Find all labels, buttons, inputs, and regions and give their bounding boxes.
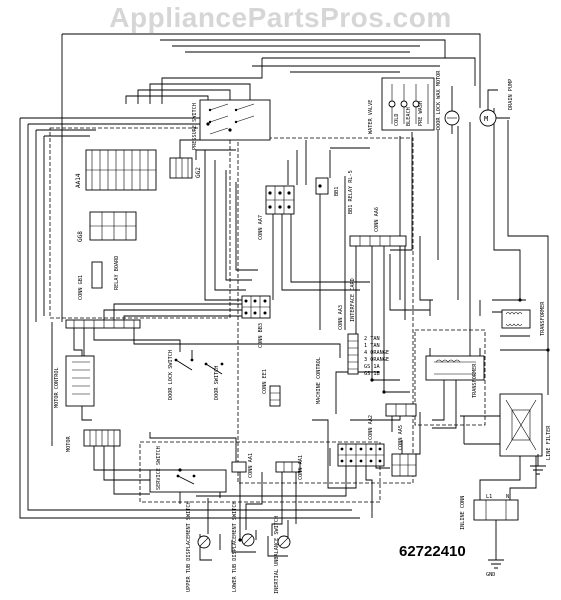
door-lock-switch: DOOR LOCK SWITCH bbox=[168, 350, 194, 400]
cold-label: COLD bbox=[394, 114, 400, 127]
conn-aa1: CONN AA1 bbox=[231, 453, 254, 478]
conn-aa6-label: CONN AA6 bbox=[374, 207, 380, 232]
relay-board-label: RELAY BOARD bbox=[114, 256, 120, 290]
interface-card-label: INTERFACE CARD bbox=[350, 278, 356, 322]
conn-aa5-label: CONN AA5 bbox=[398, 425, 404, 450]
harness-wires bbox=[19, 33, 549, 561]
conn-gb1: CONN GB1 RELAY BOARD bbox=[78, 256, 120, 300]
inline-connector: L1 N INLINE CONN bbox=[460, 494, 519, 530]
upper-tub-displacement-switch: UPPER TUB DISPLACEMENT SWITCH bbox=[186, 501, 211, 592]
machine-control-label: MACHINE CONTROL bbox=[316, 357, 322, 404]
door-switch: DOOR SWITCH bbox=[204, 362, 224, 400]
conn-aa2: CONN AA2 bbox=[337, 415, 385, 467]
transformer-lower: TRANSFORMER bbox=[425, 355, 485, 398]
conn-aa4-block bbox=[385, 403, 417, 417]
inertial-switch-label: INERTIAL UNBALANCE SWITCH bbox=[274, 516, 280, 594]
splice-dots bbox=[178, 122, 550, 542]
aa3-pin-3: 4 ORANGE bbox=[364, 350, 389, 356]
conn-aa1-second: CONN AA1 bbox=[275, 455, 304, 480]
conn-bb3: CONN BB3 bbox=[241, 295, 271, 348]
pre-wash-label: PRE WASH bbox=[418, 101, 424, 126]
module-boundaries bbox=[49, 127, 486, 503]
water-valve: WATER VALVE COLD BLEACH PRE WASH bbox=[368, 77, 435, 134]
conn-aa5: CONN AA5 bbox=[391, 425, 417, 477]
upper-tub-switch-label: UPPER TUB DISPLACEMENT SWITCH bbox=[186, 501, 192, 592]
motor-control: MOTOR CONTROL bbox=[54, 319, 141, 408]
conn-gb1-label: CONN GB1 bbox=[78, 275, 84, 300]
lower-tub-displacement-switch: LOWER TUB DISPLACEMENT SWITCH bbox=[232, 501, 255, 592]
conn-aa1-label: CONN AA1 bbox=[248, 453, 254, 478]
line-filter-label: LINE FILTER bbox=[546, 425, 552, 460]
watermark-text: AppliancePartsPros.com bbox=[109, 2, 452, 33]
conn-aa6: CONN AA6 bbox=[349, 207, 407, 247]
conn-aa3-label: CONN AA3 bbox=[338, 305, 344, 330]
transformer-label-lower: TRANSFORMER bbox=[472, 363, 478, 398]
door-lock-wax-motor-label: DOOR LOCK WAX MOTOR bbox=[436, 70, 442, 130]
door-switch-label: DOOR SWITCH bbox=[214, 366, 220, 400]
service-switch-label: SERVICE SWITCH bbox=[156, 446, 162, 490]
ground-symbol: GND bbox=[486, 454, 546, 578]
conn-ee1: CONN EE1 MACHINE CONTROL bbox=[262, 357, 322, 407]
drain-pump: M DRAIN PUMP bbox=[479, 79, 514, 127]
inertial-unbalance-switch: INERTIAL UNBALANCE SWITCH bbox=[274, 516, 291, 594]
conn-aa1-b-label: CONN AA1 bbox=[298, 455, 304, 480]
conn-aa3: CONN AA3 INTERFACE CARD 2 TAN 1 TAN 4 OR… bbox=[338, 278, 389, 377]
pressure-switch: PRESSURE SWITCH bbox=[192, 99, 271, 150]
conn-aa2-label: CONN AA2 bbox=[368, 415, 374, 440]
gnd-label: GND bbox=[486, 572, 495, 578]
aa3-pin-6: GS 1B bbox=[364, 371, 380, 377]
relay-bb1: BB1 BB1 RELAY RL-5 bbox=[315, 170, 354, 214]
water-valve-label: WATER VALVE bbox=[368, 100, 374, 134]
transformer-label-upper: TRANSFORMER bbox=[540, 301, 546, 336]
drain-pump-label: DRAIN PUMP bbox=[508, 79, 514, 110]
neutral-label: N bbox=[506, 494, 509, 500]
aa3-pin-1: 2 TAN bbox=[364, 336, 380, 342]
aa3-pin-5: GS 1A bbox=[364, 364, 380, 370]
line-label: L1 bbox=[486, 494, 492, 500]
relay-module-label: BB1 RELAY RL-5 bbox=[348, 170, 354, 214]
door-lock-wax-motor: DOOR LOCK WAX MOTOR bbox=[436, 70, 460, 134]
drain-pump-symbol: M bbox=[484, 115, 488, 123]
service-switch: SERVICE SWITCH bbox=[149, 446, 227, 493]
door-lock-switch-label: DOOR LOCK SWITCH bbox=[168, 350, 174, 400]
conn-bb3-label: CONN BB3 bbox=[258, 323, 264, 348]
gg8-label: GG8 bbox=[77, 231, 84, 242]
line-filter: LINE FILTER bbox=[499, 393, 552, 460]
bleach-label: BLEACH bbox=[406, 107, 412, 126]
conn-aa7: CONN AA7 bbox=[258, 185, 295, 240]
motor-control-label: MOTOR CONTROL bbox=[54, 367, 60, 408]
aa14-connector: AA14 bbox=[75, 149, 157, 191]
gg2-connector: GG2 bbox=[169, 157, 202, 179]
conn-aa7-label: CONN AA7 bbox=[258, 215, 264, 240]
aa3-pin-2: 1 TAN bbox=[364, 343, 380, 349]
motor: MOTOR bbox=[66, 429, 121, 452]
gg2-label: GG2 bbox=[195, 167, 202, 178]
conn-ee1-label: CONN EE1 bbox=[262, 369, 268, 394]
inline-conn-label: INLINE CONN bbox=[460, 496, 466, 530]
motor-label: MOTOR bbox=[66, 436, 72, 452]
lower-tub-switch-label: LOWER TUB DISPLACEMENT SWITCH bbox=[232, 501, 238, 592]
gg8-connector: GG8 bbox=[77, 211, 137, 242]
aa3-pin-4: 3 ORANGE bbox=[364, 357, 389, 363]
part-number: 62722410 bbox=[399, 543, 466, 560]
pressure-switch-label: PRESSURE SWITCH bbox=[192, 103, 198, 150]
transformer-upper: TRANSFORMER bbox=[501, 301, 546, 336]
bb1-label: BB1 bbox=[334, 187, 340, 196]
aa14-label: AA14 bbox=[75, 173, 82, 188]
